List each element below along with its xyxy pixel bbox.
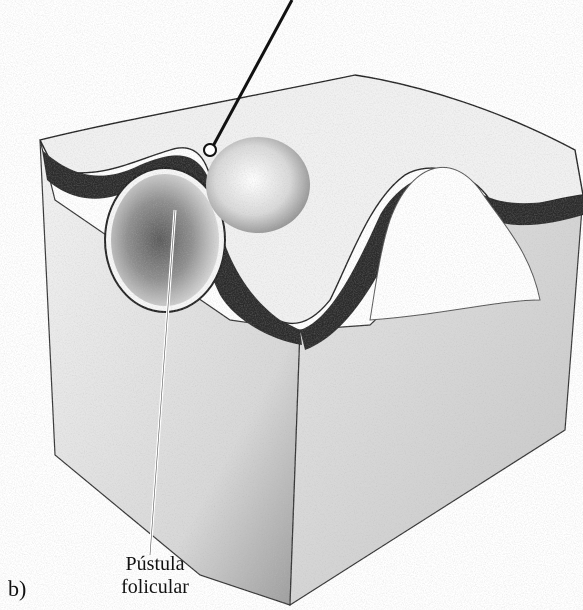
callout-line-2: folicular [100, 576, 210, 599]
needle-tip [204, 144, 216, 156]
panel-letter-label: b) [8, 576, 26, 602]
callout-line-1: Pústula [100, 553, 210, 576]
pustula-folicular-label: Pústula folicular [100, 553, 210, 599]
